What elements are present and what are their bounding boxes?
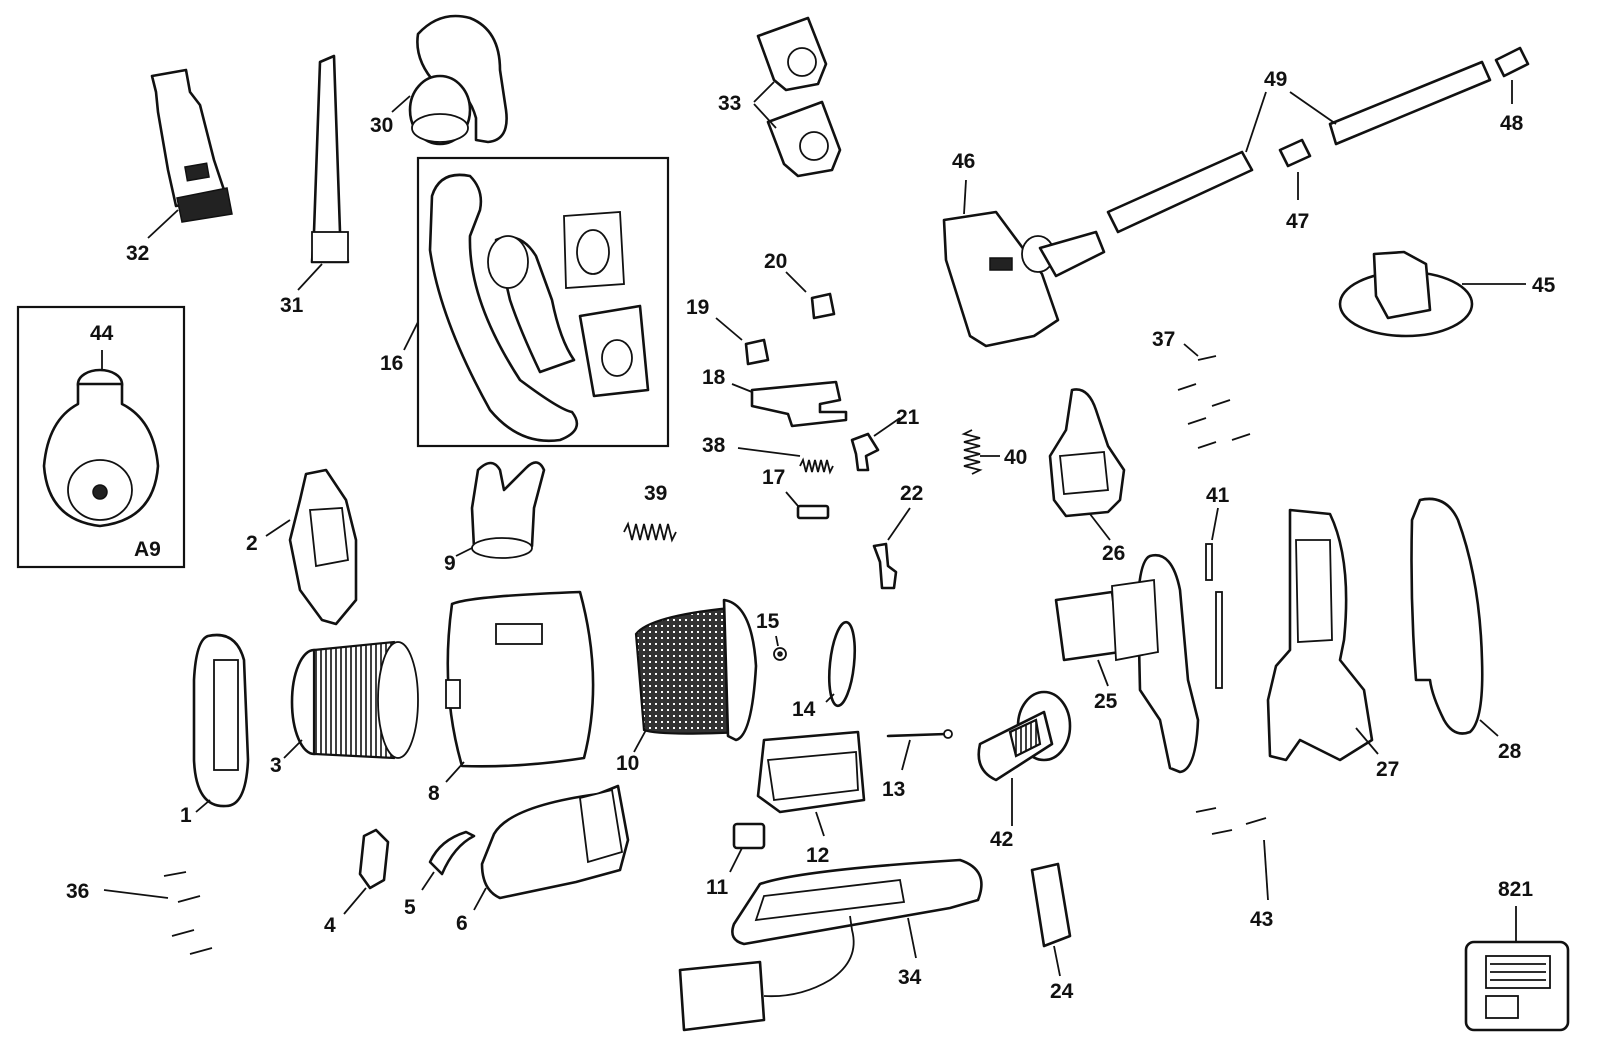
callout-17: 17 <box>762 466 785 489</box>
part-47-connector <box>1278 138 1312 200</box>
part-24-sponge <box>1030 862 1072 977</box>
callout-14: 14 <box>792 698 816 721</box>
callout-43: 43 <box>1250 908 1273 931</box>
callout-20: 20 <box>764 250 787 273</box>
callout-2: 2 <box>246 532 258 555</box>
callout-31: 31 <box>280 294 304 317</box>
part-14-seal <box>825 620 857 708</box>
callout-12: 12 <box>806 844 829 867</box>
callout-a9: A9 <box>134 538 161 561</box>
callout-821: 821 <box>1498 878 1533 901</box>
part-43-screws <box>1195 807 1269 901</box>
callout-30: 30 <box>370 114 393 137</box>
callout-37: 37 <box>1152 328 1175 351</box>
part-17-plate <box>785 491 830 520</box>
callout-13: 13 <box>882 778 905 801</box>
callout-36: 36 <box>66 880 89 903</box>
part-32-brush-tool <box>147 68 233 239</box>
part-49-tubes <box>1106 60 1492 234</box>
callout-3: 3 <box>270 754 282 777</box>
part-20-button <box>785 271 836 320</box>
part-5-spring-clip <box>421 830 476 891</box>
part-41-strips <box>1205 507 1223 689</box>
callout-34: 34 <box>898 966 922 989</box>
part-30-hose-elbow <box>391 14 508 146</box>
part-12-battery-pack <box>756 730 866 837</box>
part-25-motor-assembly <box>1054 553 1200 774</box>
part-2-latch-housing <box>265 468 358 626</box>
part-10-mesh-filter <box>633 598 758 753</box>
callout-5: 5 <box>404 896 416 919</box>
callout-4: 4 <box>324 914 336 937</box>
part-34-charging-base <box>678 858 983 1032</box>
callout-47: 47 <box>1286 210 1309 233</box>
callout-39: 39 <box>644 482 667 505</box>
callout-45: 45 <box>1532 274 1556 297</box>
part-6-handle-cover <box>473 784 630 911</box>
callout-32: 32 <box>126 242 149 265</box>
callout-28: 28 <box>1498 740 1522 763</box>
callout-42: 42 <box>990 828 1013 851</box>
callout-15: 15 <box>756 610 780 633</box>
part-45-stand <box>1338 250 1526 338</box>
callout-22: 22 <box>900 482 923 505</box>
part-42-motor <box>977 690 1072 826</box>
callout-26: 26 <box>1102 542 1125 565</box>
part-19-button <box>715 317 770 366</box>
callout-1: 1 <box>180 804 192 827</box>
part-821-label <box>1464 906 1570 1032</box>
part-26-handle <box>1048 388 1126 541</box>
callout-49: 49 <box>1264 68 1287 91</box>
part-37-screws <box>1177 343 1251 449</box>
part-40-spring <box>961 429 1000 475</box>
part-18-carrier <box>731 380 848 428</box>
part-21-catch <box>850 417 901 472</box>
part-28-housing-cover <box>1410 497 1499 737</box>
part-33-wall-mount <box>753 16 842 178</box>
callout-40: 40 <box>1004 446 1027 469</box>
callout-25: 25 <box>1094 690 1118 713</box>
callout-46: 46 <box>952 150 975 173</box>
callout-27: 27 <box>1376 758 1399 781</box>
callout-8: 8 <box>428 782 440 805</box>
callout-24: 24 <box>1050 980 1074 1003</box>
part-27-housing-half <box>1266 508 1379 762</box>
part-44-a9-inset <box>16 305 186 569</box>
callout-16: 16 <box>380 352 403 375</box>
part-38-spring <box>737 447 834 475</box>
part-16-hose-kit <box>403 156 670 448</box>
callout-6: 6 <box>456 912 468 935</box>
part-9-cyclone <box>455 461 546 559</box>
part-15-screw <box>773 635 787 661</box>
callout-44: 44 <box>90 322 114 345</box>
callout-41: 41 <box>1206 484 1230 507</box>
part-8-dust-bowl <box>445 590 595 783</box>
callout-18: 18 <box>702 366 726 389</box>
part-22-clip <box>872 507 911 590</box>
part-1-end-cap <box>192 633 250 813</box>
callout-38: 38 <box>702 434 726 457</box>
callout-48: 48 <box>1500 112 1524 135</box>
callout-11: 11 <box>706 876 729 899</box>
callout-10: 10 <box>616 752 639 775</box>
callout-21: 21 <box>896 406 920 429</box>
callout-9: 9 <box>444 552 456 575</box>
part-4-clip <box>343 828 390 915</box>
callout-33: 33 <box>718 92 741 115</box>
part-11-switch <box>729 822 766 873</box>
part-31-crevice-tool <box>297 54 350 291</box>
part-13-pin <box>886 729 953 771</box>
part-48-end-tip <box>1494 46 1530 104</box>
part-46-floor-head <box>942 179 1106 348</box>
part-3-pleated-filter <box>283 640 419 760</box>
part-39-spring <box>623 521 677 543</box>
callout-19: 19 <box>686 296 709 319</box>
part-36-screws <box>103 871 213 955</box>
